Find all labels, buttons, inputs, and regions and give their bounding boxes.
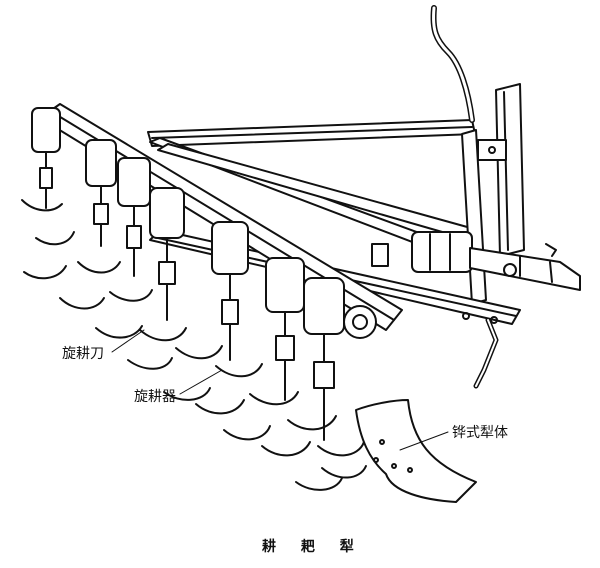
callout-rotary-blade: 旋耕刀	[62, 346, 104, 362]
control-lever	[430, 5, 475, 123]
tiller-unit	[343, 305, 377, 339]
plow-body	[355, 399, 477, 503]
leader-rotary-blade	[111, 329, 145, 353]
tiller-unit	[31, 107, 61, 209]
leader-rotary-tiller	[179, 369, 223, 395]
tiller-unit	[149, 187, 185, 321]
frame-top-bar	[147, 119, 476, 147]
tiller-units	[31, 107, 377, 441]
figure-caption: 耕 耙 犁	[262, 539, 364, 555]
pto-gearbox	[371, 231, 473, 273]
callout-rotary-tiller: 旋耕器	[134, 389, 176, 405]
tiller-unit	[265, 257, 305, 401]
leader-plow-body	[399, 431, 449, 451]
pto-shaft	[469, 243, 581, 291]
gauge-wheel-arm	[473, 317, 499, 389]
tiller-unit	[211, 221, 249, 361]
callout-share-plow-body: 铧式犁体	[452, 425, 508, 441]
rotary-blades	[21, 199, 367, 491]
leader-lines	[111, 329, 449, 451]
tiller-unit	[303, 277, 345, 441]
tiller-unit	[117, 157, 151, 277]
tiller-unit	[85, 139, 117, 247]
